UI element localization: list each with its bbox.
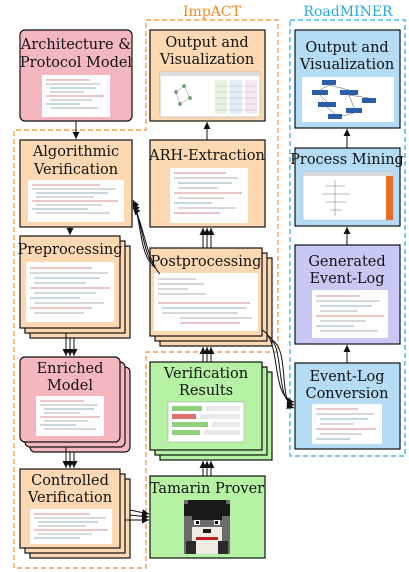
enriched-label-line1: Enriched <box>37 361 104 377</box>
verification-results-label-line1: Verification <box>163 366 248 382</box>
algorithmic-label-line1: Algorithmic <box>32 144 119 160</box>
controlled-label-line2: Verification <box>27 490 112 506</box>
results-screenshot <box>167 401 245 443</box>
arrow-postprocessing-to-algorithmic-2 <box>132 203 156 269</box>
roadminer-output-visualization-node: Output and Visualization <box>294 29 401 129</box>
enriched-label-line2: Model <box>47 378 93 394</box>
impact-output-visualization-node: Output and Visualization <box>149 29 266 122</box>
event-log-conversion-node: Event-Log Conversion <box>294 362 401 450</box>
preprocessing-label: Preprocessing <box>17 242 122 258</box>
generated-event-log-node: Generated Event-Log <box>294 244 401 345</box>
conversion-label-line1: Event-Log <box>309 369 384 385</box>
code-thumbnail <box>154 273 258 331</box>
code-thumbnail <box>30 509 112 544</box>
roadminer-group-label: RoadMINER <box>303 4 393 20</box>
event-log-label-line1: Generated <box>308 254 385 270</box>
impact-output-label-line1: Output and <box>165 35 248 51</box>
architecture-protocol-model-node: Architecture & Protocol Model <box>19 29 133 122</box>
arrow-postprocessing-to-conversion-3 <box>271 339 295 409</box>
process-mining-label: Process Mining <box>290 152 404 168</box>
algorithmic-verification-node: Algorithmic Verification <box>19 139 133 228</box>
visualization-screenshot <box>159 71 261 118</box>
conversion-label-line2: Conversion <box>305 386 388 402</box>
architecture-label-line1: Architecture & <box>20 37 131 53</box>
enriched-model-node: Enriched Model <box>19 356 131 453</box>
architecture-label-line2: Protocol Model <box>20 55 133 71</box>
process-mining-screenshot <box>302 171 394 221</box>
roadminer-group-border <box>289 19 406 457</box>
controlled-label-line1: Controlled <box>31 473 109 489</box>
arrow-postprocessing-to-algorithmic-3 <box>132 207 161 275</box>
arrow-postprocessing-to-conversion-2 <box>266 334 295 407</box>
roadminer-output-label-line2: Visualization <box>299 57 394 73</box>
graph-screenshot <box>302 77 394 122</box>
impact-group-label: ImpACT <box>183 4 242 20</box>
preprocessing-node: Preprocessing <box>17 235 131 339</box>
code-thumbnail <box>42 75 110 117</box>
algorithmic-label-line2: Verification <box>33 162 118 178</box>
impact-output-label-line2: Visualization <box>159 52 254 68</box>
code-thumbnail <box>312 290 388 338</box>
arh-label: ARH-Extraction <box>148 148 265 164</box>
code-thumbnail <box>28 180 124 222</box>
tamarin-label: Tamarin Prover <box>150 481 264 497</box>
verification-results-node: Verification Results <box>149 361 273 461</box>
impact-group-border <box>13 19 279 569</box>
arh-extraction-node: ARH-Extraction <box>148 139 266 228</box>
controlled-verification-node: Controlled Verification <box>19 468 131 559</box>
code-thumbnail <box>26 262 114 322</box>
code-thumbnail <box>312 404 382 444</box>
postprocessing-node: Postprocessing <box>149 247 273 347</box>
event-log-label-line2: Event-Log <box>309 271 384 287</box>
process-mining-node: Process Mining <box>290 147 404 227</box>
verification-results-label-line2: Results <box>179 383 233 399</box>
code-thumbnail <box>170 168 248 223</box>
tamarin-logo-icon <box>184 500 230 554</box>
roadminer-output-label-line1: Output and <box>305 40 388 56</box>
tamarin-prover-node: Tamarin Prover <box>149 475 266 559</box>
code-thumbnail <box>36 396 104 436</box>
postprocessing-label: Postprocessing <box>151 254 262 270</box>
